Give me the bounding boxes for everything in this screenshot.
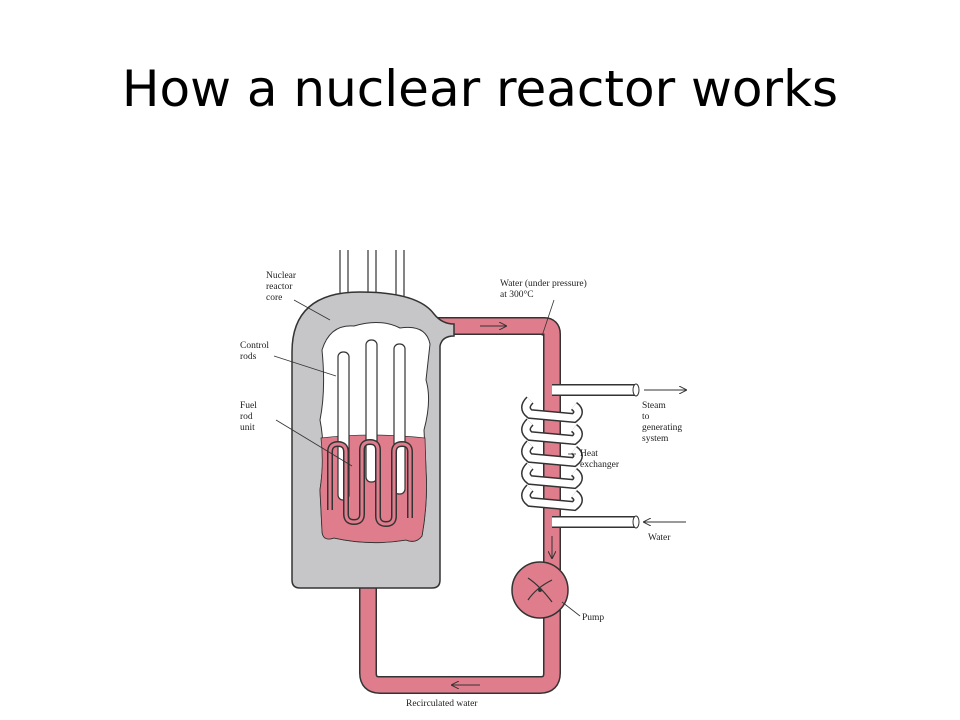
label-hx-1: Heat	[580, 449, 598, 459]
label-fuel-3: unit	[240, 423, 255, 433]
control-rods	[337, 339, 406, 501]
label-core-2: reactor	[266, 282, 293, 292]
label-steam-3: generating	[642, 423, 682, 433]
fuel-rod-unit	[327, 438, 413, 528]
slide-title: How a nuclear reactor works	[121, 60, 839, 118]
pump	[511, 561, 569, 619]
label-steam-4: system	[642, 434, 669, 444]
heat-exchanger	[521, 383, 640, 529]
label-rods-1: Control	[240, 341, 269, 351]
label-water-pressure-1: Water (under pressure)	[500, 278, 587, 289]
leader-lines	[273, 299, 581, 617]
reactor-diagram: Nuclear reactor core Control rods Fuel r…	[240, 250, 710, 709]
flow-arrows	[452, 326, 686, 685]
label-pump: Pump	[582, 613, 604, 623]
label-water-in: Water	[648, 533, 671, 543]
label-recirculated: Recirculated water	[406, 699, 478, 709]
label-hx-2: exchanger	[580, 460, 620, 470]
label-rods-2: rods	[240, 352, 257, 362]
label-core-1: Nuclear	[266, 271, 297, 281]
label-core-3: core	[266, 293, 282, 303]
label-water-pressure-2: at 300°C	[500, 289, 534, 300]
label-fuel-1: Fuel	[240, 401, 257, 411]
label-fuel-2: rod	[240, 412, 253, 422]
label-steam-2: to	[642, 412, 650, 422]
label-steam-1: Steam	[642, 401, 666, 411]
labels: Nuclear reactor core Control rods Fuel r…	[240, 271, 682, 709]
